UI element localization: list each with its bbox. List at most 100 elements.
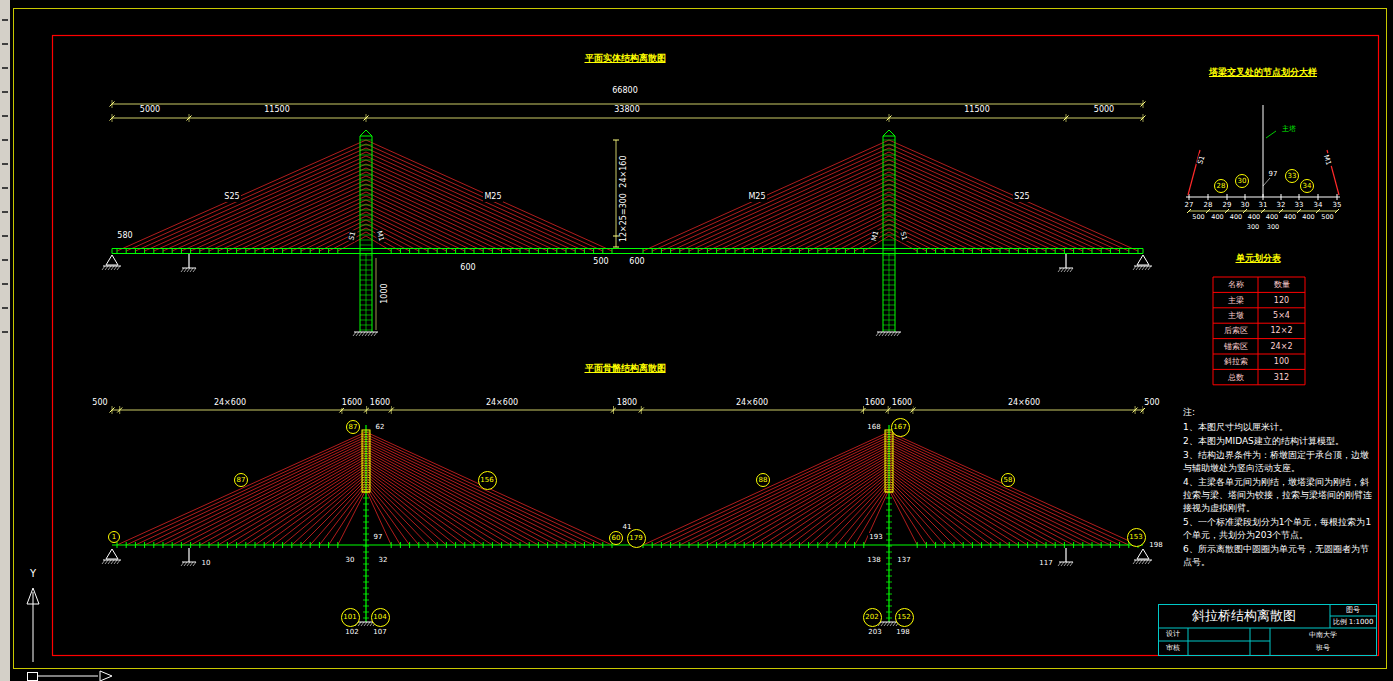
tower-line [888,425,889,622]
detail-heading: 塔梁交叉处的节点划分大样 [1208,67,1318,77]
stay-cable [366,487,400,545]
element-number: 152 [897,614,910,621]
girder-node [854,249,855,254]
stay-cable [889,456,1046,545]
girder-node [483,249,484,254]
stay-cable [889,470,991,545]
dimension-text: 1000 [379,283,388,305]
dimension-text: 66800 [611,86,638,95]
stay-cable [209,180,366,251]
girder-node [282,542,283,548]
extension-line [1066,114,1067,122]
stay-cable [366,196,483,251]
tower-rung [883,315,895,316]
dimension-text: 500 [592,257,609,266]
axis-label: Y [29,568,37,580]
stay-cable [889,188,1028,251]
girder-node [1073,542,1074,548]
toolbar-mark [2,67,8,69]
ground-hatch [193,268,196,272]
note-text: 1、本图尺寸均以厘米计。 [1183,421,1375,434]
tower-rung [360,280,372,281]
element-number-circle: 88 [756,473,770,487]
anchor-zone-hatch [885,458,893,459]
girder-node [1119,542,1120,548]
stay-cable [889,449,1074,545]
stay-cable [671,439,889,545]
girder-node [181,249,182,254]
dimension-tick [1206,209,1210,213]
title-block-rule [1188,628,1189,656]
girder-node [1036,249,1037,254]
table-cell: 主梁 [1227,296,1245,305]
stay-cable [889,196,1009,251]
ground-line [1134,560,1152,561]
title-block-text: 图号 [1345,606,1361,614]
dimension-line [376,258,377,330]
cable-group-label: M25 [747,192,766,201]
anchor-zone-hatch [885,434,893,435]
ground-hatch [1145,266,1148,270]
tower-rung [883,290,895,291]
anchor-zone-hatch [362,480,370,481]
stay-cable [366,454,529,545]
girder-node [1101,249,1102,254]
toolbar-mark [2,331,8,333]
ground-hatch [367,622,370,626]
tower-column [895,136,896,332]
stay-cable [889,473,982,545]
element-number: 167 [893,424,906,431]
element-number-circle: 28 [1214,179,1228,193]
tower-node [363,570,369,571]
stay-cable [889,176,1055,251]
girder-node [556,542,557,548]
stay-cable [889,216,963,251]
anchor-zone-hatch [362,460,370,461]
extension-line [641,406,642,414]
tower-rung [360,175,372,176]
girder-node [808,249,809,254]
girder-node [328,249,329,254]
ground-hatch [114,560,117,564]
table-rule [1213,307,1305,308]
tower-column [360,136,361,332]
ground-hatch [1070,562,1073,566]
stay-cable [292,216,366,251]
tower-rung [883,160,895,161]
tower-node [363,498,369,499]
girder-node [190,249,191,254]
girder-node [1009,249,1010,254]
drawing-title: 斜拉桥结构离散图 [1190,607,1298,625]
dimension-line [616,140,617,247]
cable-label: S1 [898,230,909,243]
toolbar-mark [2,259,8,261]
stay-cable [772,196,889,251]
tower-rung [360,275,372,276]
node-number: 203 [867,628,882,636]
tower-node [886,570,892,571]
stay-cable [889,485,936,545]
girder-node [1046,542,1047,548]
dimension-text: 5000 [139,105,161,114]
girder-node [1027,542,1028,548]
tower-rung [883,330,895,331]
girder-node [566,542,567,548]
anchor-zone-hatch [885,465,893,466]
girder-node [418,249,419,254]
node-number: 28 [1203,201,1214,209]
girder-node [474,542,475,548]
note-text: 4、主梁各单元间为刚结，墩塔梁间为刚结，斜拉索与梁、塔间为铰接，拉索与梁塔间的刚… [1183,476,1375,515]
stay-cable [181,449,366,545]
main-girder [112,544,1143,545]
stay-cable [172,164,366,251]
pin-support [106,549,118,559]
girder-node [209,542,210,548]
title-block-rule [1250,628,1251,656]
girder-node [584,542,585,548]
girder-node [836,542,837,548]
stay-cable [781,468,889,545]
title-block-text: 班号 [1315,644,1331,652]
ucs-arrow [27,588,39,604]
